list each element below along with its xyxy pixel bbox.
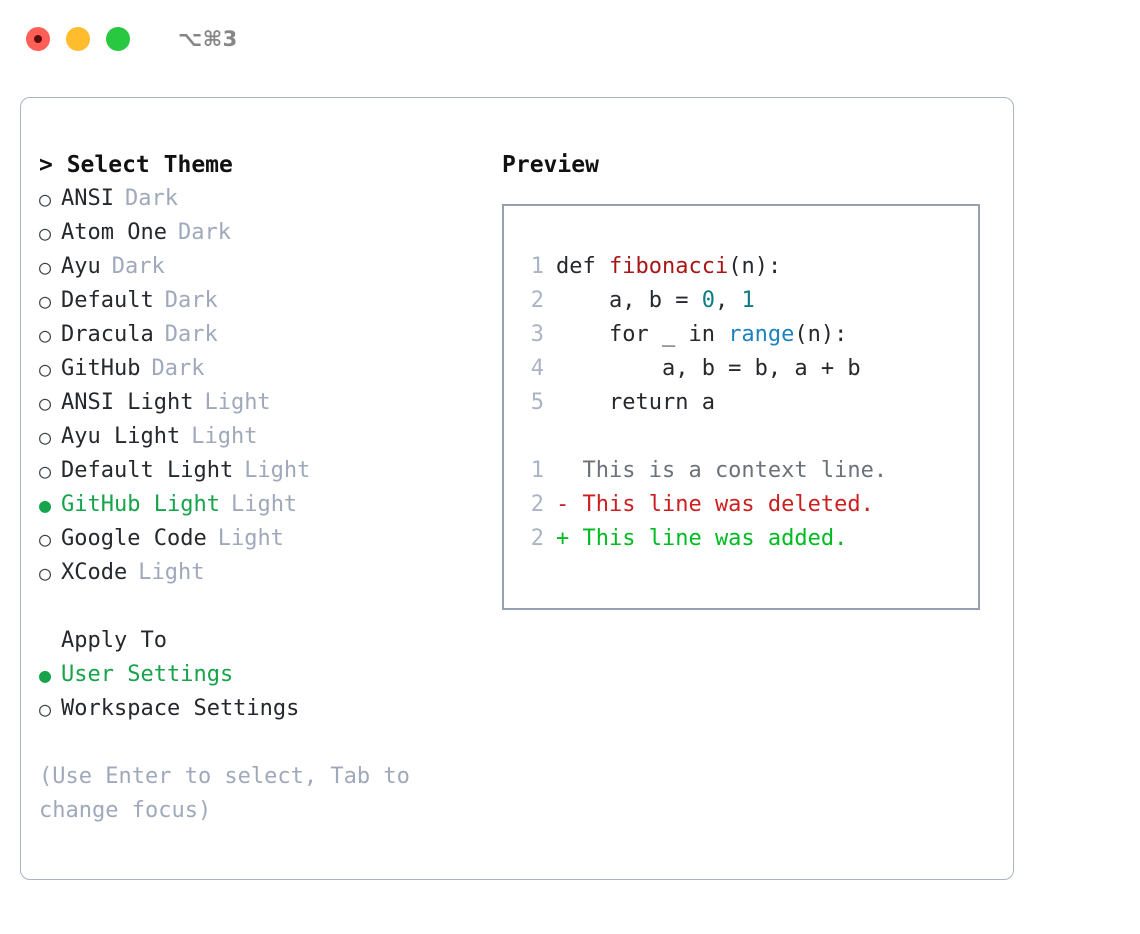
list-item-theme[interactable]: ○ Atom One Dark bbox=[39, 216, 479, 250]
apply-to-heading: Apply To bbox=[61, 628, 167, 653]
radio-icon: ○ bbox=[39, 561, 52, 585]
list-item-theme[interactable]: ○ Google Code Light bbox=[39, 522, 479, 556]
recording-dot-icon bbox=[34, 35, 42, 43]
list-item-theme[interactable]: ○ Ayu Light Light bbox=[39, 420, 479, 454]
theme-tag: Light bbox=[244, 458, 311, 483]
theme-label: Default Light bbox=[61, 458, 234, 483]
maximize-light-icon[interactable] bbox=[106, 27, 130, 51]
theme-label: GitHub bbox=[61, 356, 141, 381]
apply-to-list: ● User Settings ○ Workspace Settings bbox=[39, 658, 479, 726]
apply-to-label: Workspace Settings bbox=[61, 696, 300, 721]
preview-pane: Preview 1 def fibonacci(n): 2 a, b = 0, … bbox=[502, 148, 997, 610]
theme-label: Dracula bbox=[61, 322, 154, 347]
radio-icon: ○ bbox=[39, 289, 52, 313]
code-line: 3 for _ in range(n): bbox=[518, 318, 978, 352]
theme-tag: Light bbox=[191, 424, 258, 449]
list-item-theme[interactable]: ○ Default Dark bbox=[39, 284, 479, 318]
list-spacer bbox=[39, 590, 479, 624]
line-number: 3 bbox=[530, 322, 544, 347]
theme-tag: Dark bbox=[164, 288, 218, 313]
theme-label: GitHub Light bbox=[61, 492, 220, 517]
theme-tag: Light bbox=[217, 526, 284, 551]
code-text: a, b = 0, 1 bbox=[556, 288, 755, 313]
code-text: return a bbox=[556, 390, 715, 415]
line-number: 2 bbox=[530, 492, 544, 517]
radio-icon: ○ bbox=[39, 357, 52, 381]
preview-box: 1 def fibonacci(n): 2 a, b = 0, 1 3 for … bbox=[502, 204, 980, 610]
list-item-theme[interactable]: ○ ANSI Dark bbox=[39, 182, 479, 216]
radio-selected-icon: ● bbox=[39, 493, 52, 517]
theme-label: Ayu Light bbox=[61, 424, 181, 449]
radio-icon: ○ bbox=[39, 323, 52, 347]
diff-text: This is a context line. bbox=[556, 458, 888, 483]
list-item-theme-selected[interactable]: ● GitHub Light Light bbox=[39, 488, 479, 522]
theme-label: XCode bbox=[61, 560, 128, 585]
minimize-light-icon[interactable] bbox=[66, 27, 90, 51]
preview-gap bbox=[518, 420, 978, 454]
line-number: 4 bbox=[530, 356, 544, 381]
list-item-theme[interactable]: ○ Ayu Dark bbox=[39, 250, 479, 284]
list-item-theme[interactable]: ○ ANSI Light Light bbox=[39, 386, 479, 420]
code-text: def fibonacci(n): bbox=[556, 254, 782, 279]
main-card: > Select Theme ○ ANSI Dark ○ Atom One Da… bbox=[20, 97, 1014, 880]
diff-text: - This line was deleted. bbox=[556, 492, 874, 517]
code-text: a, b = b, a + b bbox=[556, 356, 861, 381]
radio-icon: ○ bbox=[39, 187, 52, 211]
line-number: 2 bbox=[530, 288, 544, 313]
line-number: 2 bbox=[530, 526, 544, 551]
radio-icon: ○ bbox=[39, 459, 52, 483]
line-number: 1 bbox=[530, 254, 544, 279]
code-line: 4 a, b = b, a + b bbox=[518, 352, 978, 386]
theme-label: Atom One bbox=[61, 220, 167, 245]
close-light-icon[interactable] bbox=[26, 27, 50, 51]
title-bar: ⌥⌘3 bbox=[0, 0, 1140, 78]
diff-line-added: 2 + This line was added. bbox=[518, 522, 978, 556]
diff-line-deleted: 2 - This line was deleted. bbox=[518, 488, 978, 522]
code-text: for _ in range(n): bbox=[556, 322, 848, 347]
theme-tag: Dark bbox=[151, 356, 205, 381]
theme-label: Google Code bbox=[61, 526, 207, 551]
apply-to-label: User Settings bbox=[61, 662, 234, 687]
preview-heading: Preview bbox=[502, 152, 599, 178]
diff-text: + This line was added. bbox=[556, 526, 848, 551]
radio-icon: ○ bbox=[39, 221, 52, 245]
theme-tag: Light bbox=[204, 390, 271, 415]
radio-selected-icon: ● bbox=[39, 663, 52, 687]
list-item-theme[interactable]: ○ GitHub Dark bbox=[39, 352, 479, 386]
radio-icon: ○ bbox=[39, 527, 52, 551]
theme-tag: Dark bbox=[164, 322, 218, 347]
keyboard-hint-text: (Use Enter to select, Tab to change focu… bbox=[39, 764, 410, 823]
theme-selection-pane: > Select Theme ○ ANSI Dark ○ Atom One Da… bbox=[39, 148, 479, 828]
theme-label: Default bbox=[61, 288, 154, 313]
radio-icon: ○ bbox=[39, 697, 52, 721]
code-line: 2 a, b = 0, 1 bbox=[518, 284, 978, 318]
line-number: 1 bbox=[530, 458, 544, 483]
line-number: 5 bbox=[530, 390, 544, 415]
theme-tag: Dark bbox=[111, 254, 165, 279]
theme-tag: Dark bbox=[177, 220, 231, 245]
radio-icon: ○ bbox=[39, 425, 52, 449]
window-controls bbox=[26, 27, 130, 51]
theme-tag: Light bbox=[230, 492, 298, 517]
theme-tag: Dark bbox=[124, 186, 178, 211]
list-item-theme[interactable]: ○ Dracula Dark bbox=[39, 318, 479, 352]
theme-tag: Light bbox=[138, 560, 205, 585]
radio-icon: ○ bbox=[39, 255, 52, 279]
theme-label: ANSI Light bbox=[61, 390, 194, 415]
theme-label: Ayu bbox=[61, 254, 101, 279]
keyboard-shortcut-label: ⌥⌘3 bbox=[178, 27, 238, 51]
code-line: 5 return a bbox=[518, 386, 978, 420]
code-line: 1 def fibonacci(n): bbox=[518, 250, 978, 284]
list-item-apply-user-settings[interactable]: ● User Settings bbox=[39, 658, 479, 692]
theme-label: ANSI bbox=[61, 186, 114, 211]
list-item-theme[interactable]: ○ XCode Light bbox=[39, 556, 479, 590]
list-item-theme[interactable]: ○ Default Light Light bbox=[39, 454, 479, 488]
select-theme-heading: > Select Theme bbox=[39, 152, 233, 178]
theme-list: ○ ANSI Dark ○ Atom One Dark ○ Ayu Dark ○… bbox=[39, 182, 479, 590]
radio-icon: ○ bbox=[39, 391, 52, 415]
list-item-apply-workspace-settings[interactable]: ○ Workspace Settings bbox=[39, 692, 479, 726]
diff-line-context: 1 This is a context line. bbox=[518, 454, 978, 488]
